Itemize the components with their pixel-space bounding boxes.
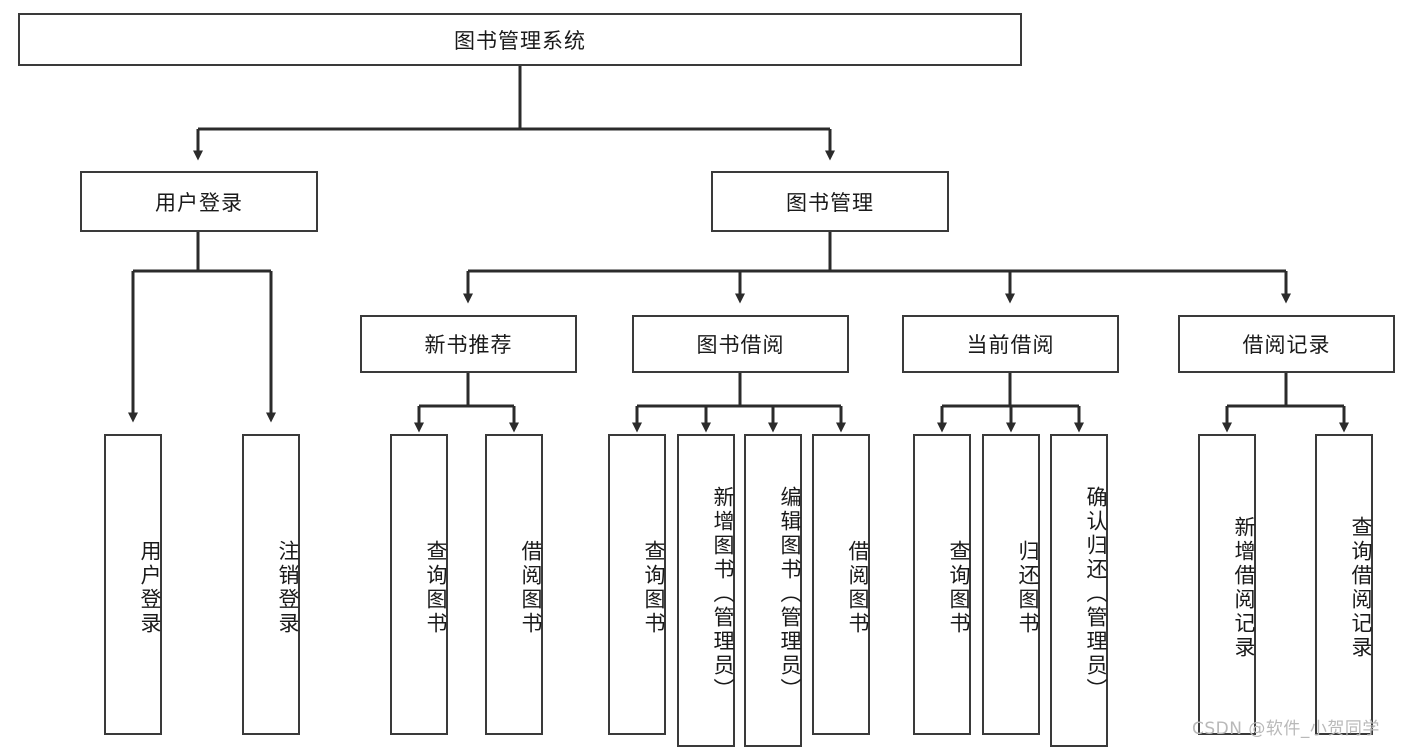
node-leaf-query-book-rec-label: 查询图书 [424, 539, 448, 636]
node-leaf-add-book-admin[interactable]: 新增图书（管理员） [677, 434, 735, 747]
node-borrow-record[interactable]: 借阅记录 [1178, 315, 1395, 373]
node-user-login[interactable]: 用户登录 [80, 171, 318, 232]
node-leaf-borrow-book-label: 借阅图书 [846, 539, 870, 636]
node-book-manage[interactable]: 图书管理 [711, 171, 949, 232]
node-book-manage-label: 图书管理 [786, 190, 874, 215]
node-leaf-edit-book-admin-label: 编辑图书（管理员） [778, 485, 802, 702]
node-leaf-query-book-current-label: 查询图书 [947, 539, 971, 636]
node-leaf-query-borrow-record[interactable]: 查询借阅记录 [1315, 434, 1373, 735]
node-root-label: 图书管理系统 [454, 28, 586, 53]
node-leaf-edit-book-admin[interactable]: 编辑图书（管理员） [744, 434, 802, 747]
node-leaf-query-book-rec[interactable]: 查询图书 [390, 434, 448, 735]
node-leaf-borrow-book-rec[interactable]: 借阅图书 [485, 434, 543, 735]
node-leaf-query-book-borrow[interactable]: 查询图书 [608, 434, 666, 735]
node-leaf-borrow-book-rec-label: 借阅图书 [519, 539, 543, 636]
node-current-borrow-label: 当前借阅 [966, 333, 1055, 357]
node-new-book-rec[interactable]: 新书推荐 [360, 315, 577, 373]
node-book-borrow-label: 图书借阅 [696, 333, 785, 357]
node-leaf-add-borrow-record-label: 新增借阅记录 [1232, 515, 1256, 660]
node-leaf-query-book-current[interactable]: 查询图书 [913, 434, 971, 735]
node-leaf-logout-login-label: 注销登录 [276, 539, 300, 636]
node-leaf-user-login-label: 用户登录 [138, 539, 162, 636]
node-borrow-record-label: 借阅记录 [1242, 333, 1331, 357]
csdn-watermark: CSDN @软件_小贺同学 [1192, 719, 1380, 739]
node-leaf-return-book-label: 归还图书 [1016, 539, 1040, 636]
node-leaf-return-book[interactable]: 归还图书 [982, 434, 1040, 735]
node-user-login-label: 用户登录 [155, 190, 243, 215]
node-leaf-query-book-borrow-label: 查询图书 [642, 539, 666, 636]
node-current-borrow[interactable]: 当前借阅 [902, 315, 1119, 373]
node-leaf-borrow-book[interactable]: 借阅图书 [812, 434, 870, 735]
node-leaf-user-login[interactable]: 用户登录 [104, 434, 162, 735]
node-leaf-confirm-return-admin[interactable]: 确认归还（管理员） [1050, 434, 1108, 747]
node-new-book-rec-label: 新书推荐 [424, 333, 513, 357]
node-root[interactable]: 图书管理系统 [18, 13, 1022, 66]
node-book-borrow[interactable]: 图书借阅 [632, 315, 849, 373]
node-leaf-logout-login[interactable]: 注销登录 [242, 434, 300, 735]
node-leaf-confirm-return-admin-label: 确认归还（管理员） [1084, 485, 1108, 702]
node-leaf-add-book-admin-label: 新增图书（管理员） [711, 485, 735, 702]
node-leaf-query-borrow-record-label: 查询借阅记录 [1349, 515, 1373, 660]
node-leaf-add-borrow-record[interactable]: 新增借阅记录 [1198, 434, 1256, 735]
